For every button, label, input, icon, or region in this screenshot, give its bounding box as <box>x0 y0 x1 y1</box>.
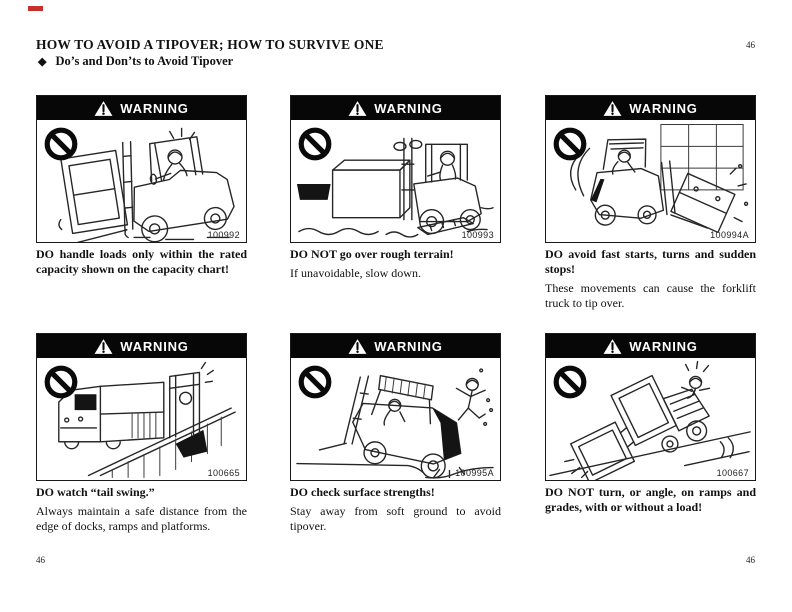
caption-regular: Stay away from soft ground to avoid tipo… <box>290 504 501 533</box>
caption-panel-overload: DO handle loads only within the rated ca… <box>36 247 247 281</box>
caption-panel-fast-starts: DO avoid fast starts, turns and sudden s… <box>545 247 756 311</box>
caption-bold: DO handle loads only within the rated ca… <box>36 247 247 276</box>
figure-id: 100667 <box>716 468 749 478</box>
warning-panel-rough-terrain: WARNING <box>290 95 501 243</box>
caption-regular: These movements can cause the forklift t… <box>545 281 756 310</box>
figure-id: 100995A <box>455 468 494 478</box>
illustration-forklift-ramp-tipover <box>549 360 751 480</box>
prohibition-icon <box>44 365 78 399</box>
prohibition-icon <box>298 365 332 399</box>
warning-label: WARNING <box>374 338 443 354</box>
warning-header: WARNING <box>291 96 500 120</box>
illustration-truck-dock-edge <box>58 361 236 478</box>
page-subtitle: ◆ Do’s and Don’ts to Avoid Tipover <box>38 54 233 69</box>
caption-bold: DO NOT turn, or angle, on ramps and grad… <box>545 485 756 514</box>
warning-label: WARNING <box>374 100 443 116</box>
diamond-bullet-icon: ◆ <box>38 56 47 68</box>
prohibition-icon <box>298 127 332 161</box>
caption-panel-ramp-turn: DO NOT turn, or angle, on ramps and grad… <box>545 485 756 519</box>
illustration-forklift-overload-tipping <box>58 127 235 242</box>
illustration-forklift-soft-ground <box>296 368 494 479</box>
caption-regular: Always maintain a safe distance from the… <box>36 504 247 533</box>
caption-panel-tail-swing: DO watch “tail swing.” Always maintain a… <box>36 485 247 534</box>
page-subtitle-text: Do’s and Don’ts to Avoid Tipover <box>55 54 234 68</box>
figure-id: 100993 <box>461 230 494 240</box>
warning-label: WARNING <box>629 338 698 354</box>
warning-header: WARNING <box>546 334 755 358</box>
warning-triangle-icon <box>348 100 367 116</box>
warning-label: WARNING <box>629 100 698 116</box>
warning-triangle-icon <box>94 338 113 354</box>
warning-label: WARNING <box>120 100 189 116</box>
warning-panel-fast-starts: WARNING <box>545 95 756 243</box>
warning-panel-tail-swing: WARNING <box>36 333 247 481</box>
warning-panel-surface-strength: WARNING <box>290 333 501 481</box>
caption-panel-rough-terrain: DO NOT go over rough terrain! If unavoid… <box>290 247 501 281</box>
warning-triangle-icon <box>603 100 622 116</box>
illustration-forklift-rough-terrain <box>296 137 494 238</box>
warning-header: WARNING <box>546 96 755 120</box>
caption-bold: DO NOT go over rough terrain! <box>290 247 454 261</box>
warning-triangle-icon <box>603 338 622 354</box>
warning-panel-overload: WARNING <box>36 95 247 243</box>
warning-header: WARNING <box>37 96 246 120</box>
figure-id: 100992 <box>207 230 240 240</box>
caption-bold: DO avoid fast starts, turns and sudden s… <box>545 247 756 276</box>
illustration-forklift-fast-turn <box>570 124 749 234</box>
figure-id: 100665 <box>207 468 240 478</box>
page-number-bottom-left: 46 <box>36 555 45 565</box>
page-number-bottom-right: 46 <box>746 555 755 565</box>
warning-triangle-icon <box>94 100 113 116</box>
warning-header: WARNING <box>291 334 500 358</box>
prohibition-icon <box>553 365 587 399</box>
page-title: HOW TO AVOID A TIPOVER; HOW TO SURVIVE O… <box>36 37 384 52</box>
caption-bold: DO check surface strengths! <box>290 485 435 499</box>
caption-panel-surface-strength: DO check surface strengths! Stay away fr… <box>290 485 501 534</box>
caption-bold: DO watch “tail swing.” <box>36 485 155 499</box>
warning-triangle-icon <box>348 338 367 354</box>
caption-regular: If unavoidable, slow down. <box>290 266 421 280</box>
warning-header: WARNING <box>37 334 246 358</box>
page-number-top-right: 46 <box>746 40 755 50</box>
corner-registration-mark <box>28 6 43 11</box>
prohibition-icon <box>553 127 587 161</box>
warning-panel-ramp-turn: WARNING <box>545 333 756 481</box>
prohibition-icon <box>44 127 78 161</box>
warning-label: WARNING <box>120 338 189 354</box>
figure-id: 100994A <box>710 230 749 240</box>
